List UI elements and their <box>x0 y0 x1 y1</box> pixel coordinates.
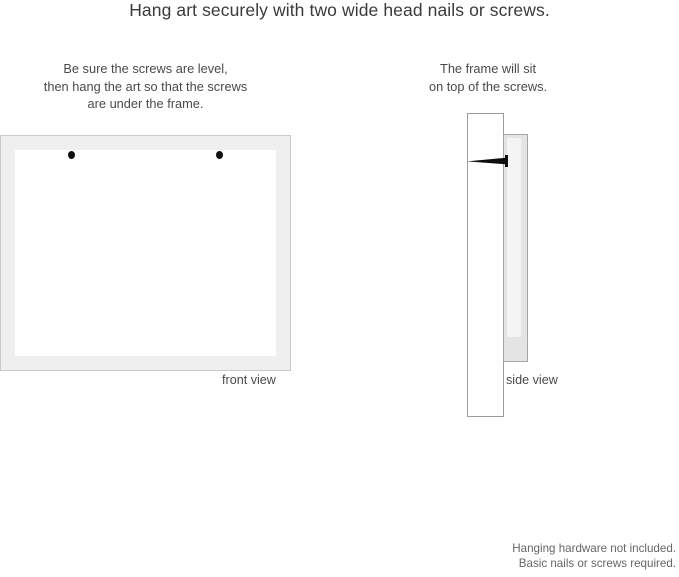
front-view-label: front view <box>222 373 276 387</box>
side-view-caption-line-2: on top of the screws. <box>428 78 548 94</box>
side-view-caption: The frame will sit on top of the screws. <box>398 60 578 95</box>
page-title: Hang art securely with two wide head nai… <box>129 0 550 20</box>
footer-note: Hanging hardware not included. Basic nai… <box>512 542 676 571</box>
screw-head-right-icon <box>216 151 223 159</box>
footer-line-2: Basic nails or screws required. <box>518 556 676 570</box>
side-view-label: side view <box>506 373 558 387</box>
front-view-frame-diagram <box>0 135 291 371</box>
footer-line-1: Hanging hardware not included. <box>512 542 676 555</box>
side-view-frame <box>503 134 528 362</box>
front-view-caption-line-1: Be sure the screws are level, <box>63 61 228 76</box>
nail-head-icon <box>505 155 508 167</box>
side-view-caption-line-1: The frame will sit <box>440 61 536 76</box>
frame-mat-area <box>15 150 276 356</box>
front-view-caption-line-3: are under the frame. <box>87 96 204 111</box>
side-view-frame-inner <box>507 138 521 337</box>
front-view-caption: Be sure the screws are level, then hang … <box>0 60 291 113</box>
front-view-caption-line-2: then hang the art so that the screws <box>43 78 248 94</box>
screw-head-left-icon <box>68 151 75 159</box>
nail-shaft-icon <box>467 157 507 165</box>
